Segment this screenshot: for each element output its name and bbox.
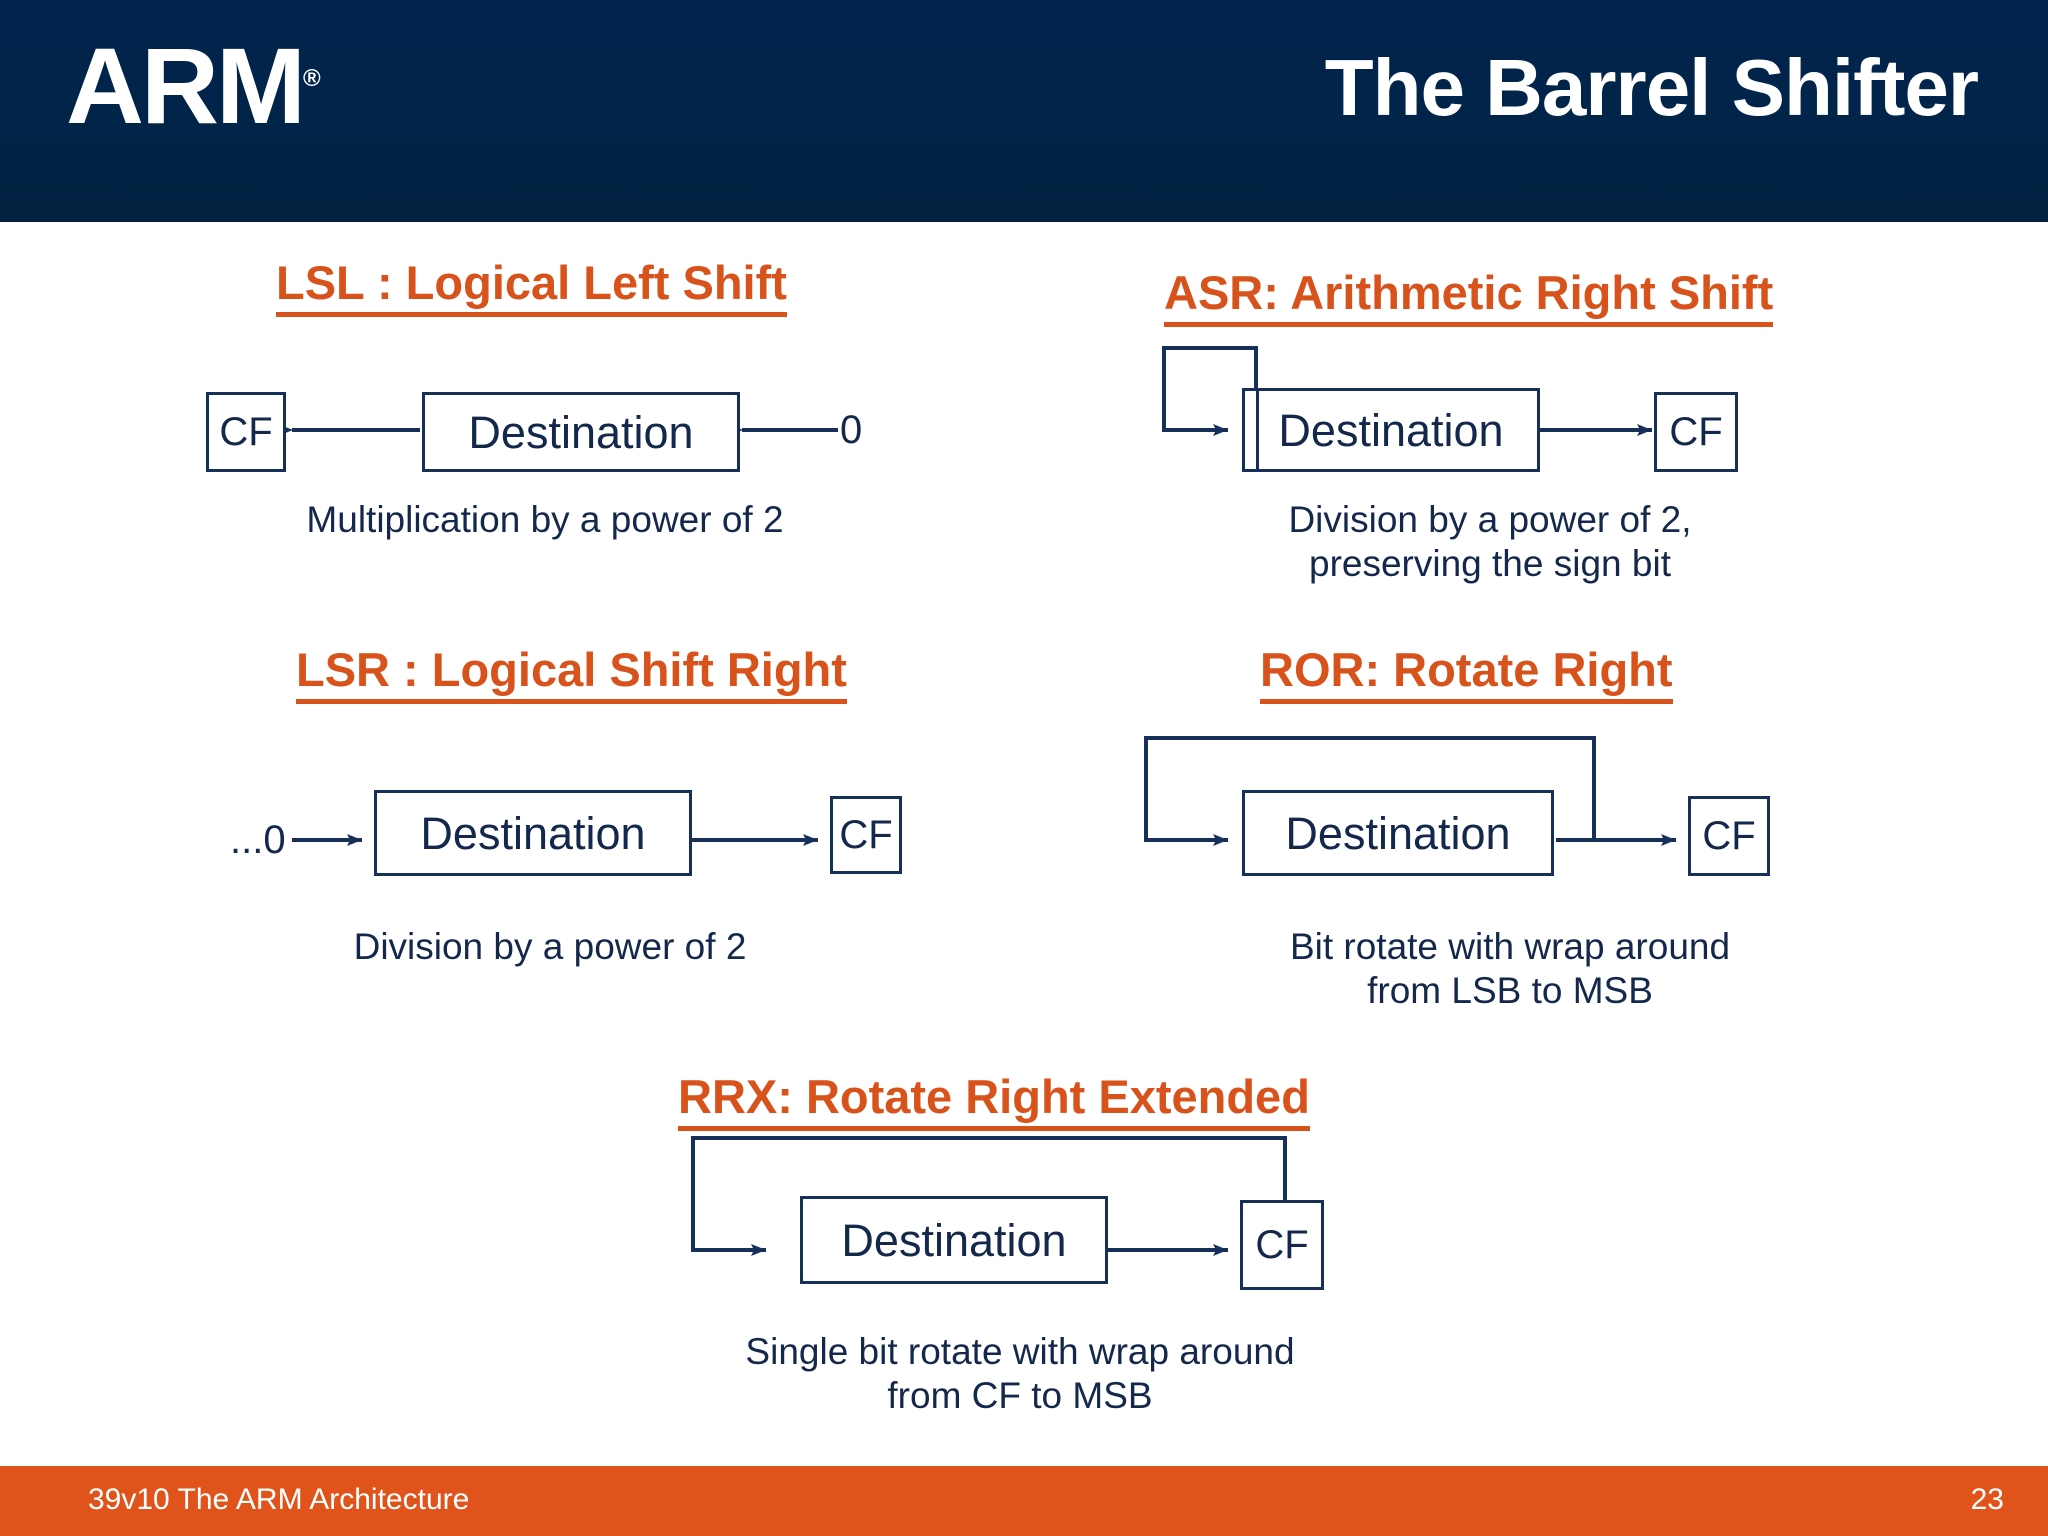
ror-caption-line-1: Bit rotate with wrap around <box>1289 926 1731 967</box>
lsl-caption-line-1: Multiplication by a power of 2 <box>306 499 784 540</box>
rrx-destination-label: Destination <box>841 1214 1067 1266</box>
page-title: The Barrel Shifter <box>1324 43 1979 132</box>
arm-logo: ARM® <box>66 32 321 140</box>
arm-logo-text: ARM <box>66 25 306 146</box>
lsl-cf-label: CF <box>219 410 273 454</box>
lsr-cf-label: CF <box>839 813 893 857</box>
lsr-caption-line-1: Division by a power of 2 <box>353 926 747 967</box>
asr-section-title: ASR: Arithmetic Right Shift <box>1164 268 1774 328</box>
ror-destination-box: Destination <box>1242 790 1554 876</box>
ror-section-title: ROR: Rotate Right <box>1260 645 1673 705</box>
asr-cf-box: CF <box>1654 392 1738 472</box>
lsl-section-title: LSL : Logical Left Shift <box>276 258 787 318</box>
ror-cf-box: CF <box>1688 796 1770 876</box>
rrx-section-title: RRX: Rotate Right Extended <box>678 1072 1310 1132</box>
rrx-caption-line-1: Single bit rotate with wrap around <box>745 1331 1295 1372</box>
asr-sign-bit-divider <box>1256 388 1259 472</box>
rrx-destination-box: Destination <box>800 1196 1108 1284</box>
slide-header: ARM® The Barrel Shifter <box>0 0 2048 222</box>
ror-destination-label: Destination <box>1285 807 1511 859</box>
asr-caption: Division by a power of 2,preserving the … <box>1060 498 1920 585</box>
lsl-destination-label: Destination <box>468 406 694 458</box>
registered-trademark-icon: ® <box>302 65 321 92</box>
lsr-destination-box: Destination <box>374 790 692 876</box>
lsr-cf-box: CF <box>830 796 902 874</box>
asr-caption-line-1: Division by a power of 2, <box>1288 499 1692 540</box>
slide-number: 23 <box>1970 1483 2004 1516</box>
asr-cf-label: CF <box>1669 410 1723 454</box>
asr-destination-box: Destination <box>1242 388 1540 472</box>
lsl-cf-box: CF <box>206 392 286 472</box>
asr-caption-line-2: preserving the sign bit <box>1309 542 1671 584</box>
lsr-destination-label: Destination <box>420 807 646 859</box>
footer-course-label: 39v10 The ARM Architecture <box>88 1483 470 1516</box>
lsl-input-label: 0 <box>840 408 863 452</box>
ror-caption-line-2: from LSB to MSB <box>1367 969 1653 1011</box>
lsr-caption: Division by a power of 2 <box>210 925 890 969</box>
rrx-cf-label: CF <box>1255 1223 1309 1267</box>
slide-footer: 39v10 The ARM Architecture 23 <box>0 1466 2048 1536</box>
asr-destination-label: Destination <box>1278 404 1504 456</box>
lsl-caption: Multiplication by a power of 2 <box>205 498 885 542</box>
lsr-input-label: ...0 <box>230 818 286 862</box>
rrx-cf-box: CF <box>1240 1200 1324 1290</box>
lsl-destination-box: Destination <box>422 392 740 472</box>
rrx-caption-line-2: from CF to MSB <box>887 1374 1153 1416</box>
ror-cf-label: CF <box>1702 814 1756 858</box>
lsr-section-title: LSR : Logical Shift Right <box>296 645 847 705</box>
